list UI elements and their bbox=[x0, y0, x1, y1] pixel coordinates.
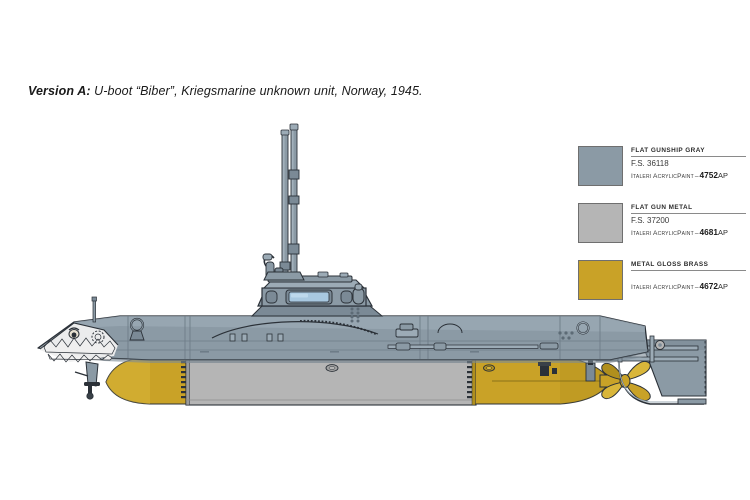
legend-brand: Italeri AcrylicPaint bbox=[631, 284, 694, 292]
legend-text-gunship-gray: Flat Gunship Gray F.S. 36118 Italeri Acr… bbox=[631, 146, 746, 182]
bow-towing-ring bbox=[129, 317, 145, 341]
legend-code: 4672 bbox=[699, 281, 719, 292]
legend-paint-name: Flat Gun Metal bbox=[631, 204, 693, 211]
paint-legend: Flat Gunship Gray F.S. 36118 Italeri Acr… bbox=[578, 146, 746, 317]
bow-lower-fitting bbox=[74, 361, 100, 400]
legend-row-gun-metal: Flat Gun Metal F.S. 37200 Italeri Acryli… bbox=[578, 203, 746, 247]
version-caption-lead: Version A: bbox=[28, 84, 91, 98]
deck-cleats-forward bbox=[229, 333, 284, 342]
legend-swatch-gun-metal bbox=[578, 203, 623, 243]
legend-fs-code: F.S. 36118 bbox=[631, 159, 669, 169]
legend-code: 4752 bbox=[699, 170, 719, 181]
legend-swatch-metal-gloss-brass bbox=[578, 260, 623, 300]
legend-rule bbox=[631, 155, 746, 157]
legend-row-metal-gloss-brass: Metal Gloss Brass Italeri AcrylicPaint–4… bbox=[578, 260, 746, 304]
snorkel-head bbox=[352, 283, 365, 305]
legend-suffix: AP bbox=[718, 282, 728, 292]
legend-code: 4681 bbox=[699, 227, 719, 238]
shark-mouth-marking bbox=[39, 322, 119, 363]
legend-brand: Italeri AcrylicPaint bbox=[631, 230, 694, 238]
legend-row-gunship-gray: Flat Gunship Gray F.S. 36118 Italeri Acr… bbox=[578, 146, 746, 190]
cockpit-window bbox=[285, 289, 333, 305]
stern-small-fittings bbox=[538, 362, 557, 376]
main-hull bbox=[37, 315, 649, 363]
legend-swatch-gunship-gray bbox=[578, 146, 623, 186]
legend-paint-name: Metal Gloss Brass bbox=[631, 261, 709, 268]
legend-suffix: AP bbox=[718, 228, 728, 238]
legend-paint-line: Italeri AcrylicPaint–4752AP bbox=[631, 170, 746, 182]
legend-text-gun-metal: Flat Gun Metal F.S. 37200 Italeri Acryli… bbox=[631, 203, 746, 239]
propeller-blades bbox=[601, 360, 651, 402]
version-caption-rest: U-boot “Biber”, Kriegsmarine unknown uni… bbox=[90, 84, 423, 98]
legend-fs-code: F.S. 37200 bbox=[631, 216, 670, 226]
bow-hatch bbox=[91, 330, 105, 344]
legend-dash: – bbox=[694, 284, 699, 292]
shark-eye bbox=[68, 327, 80, 339]
legend-text-metal-gloss-brass: Metal Gloss Brass Italeri AcrylicPaint–4… bbox=[631, 260, 746, 293]
legend-rule bbox=[631, 269, 746, 271]
version-caption: Version A: U-boot “Biber”, Kriegsmarine … bbox=[28, 84, 423, 98]
forward-torpedo-brass bbox=[105, 356, 189, 405]
legend-paint-name: Flat Gunship Gray bbox=[631, 147, 705, 154]
legend-paint-line: Italeri AcrylicPaint–4681AP bbox=[631, 227, 746, 239]
periscope-masts bbox=[262, 123, 305, 281]
legend-dash: – bbox=[694, 230, 699, 238]
legend-rule bbox=[631, 212, 746, 214]
bow-antenna-mast bbox=[91, 296, 97, 323]
center-torpedo-gunmetal bbox=[181, 356, 477, 406]
legend-brand: Italeri AcrylicPaint bbox=[631, 173, 694, 181]
legend-dash: – bbox=[694, 173, 699, 181]
tower-vent-dots bbox=[350, 307, 360, 323]
aft-vent-dots bbox=[558, 331, 574, 340]
legend-suffix: AP bbox=[718, 171, 728, 181]
legend-paint-line: Italeri AcrylicPaint–4672AP bbox=[631, 281, 746, 293]
deck-fittings bbox=[200, 319, 590, 353]
